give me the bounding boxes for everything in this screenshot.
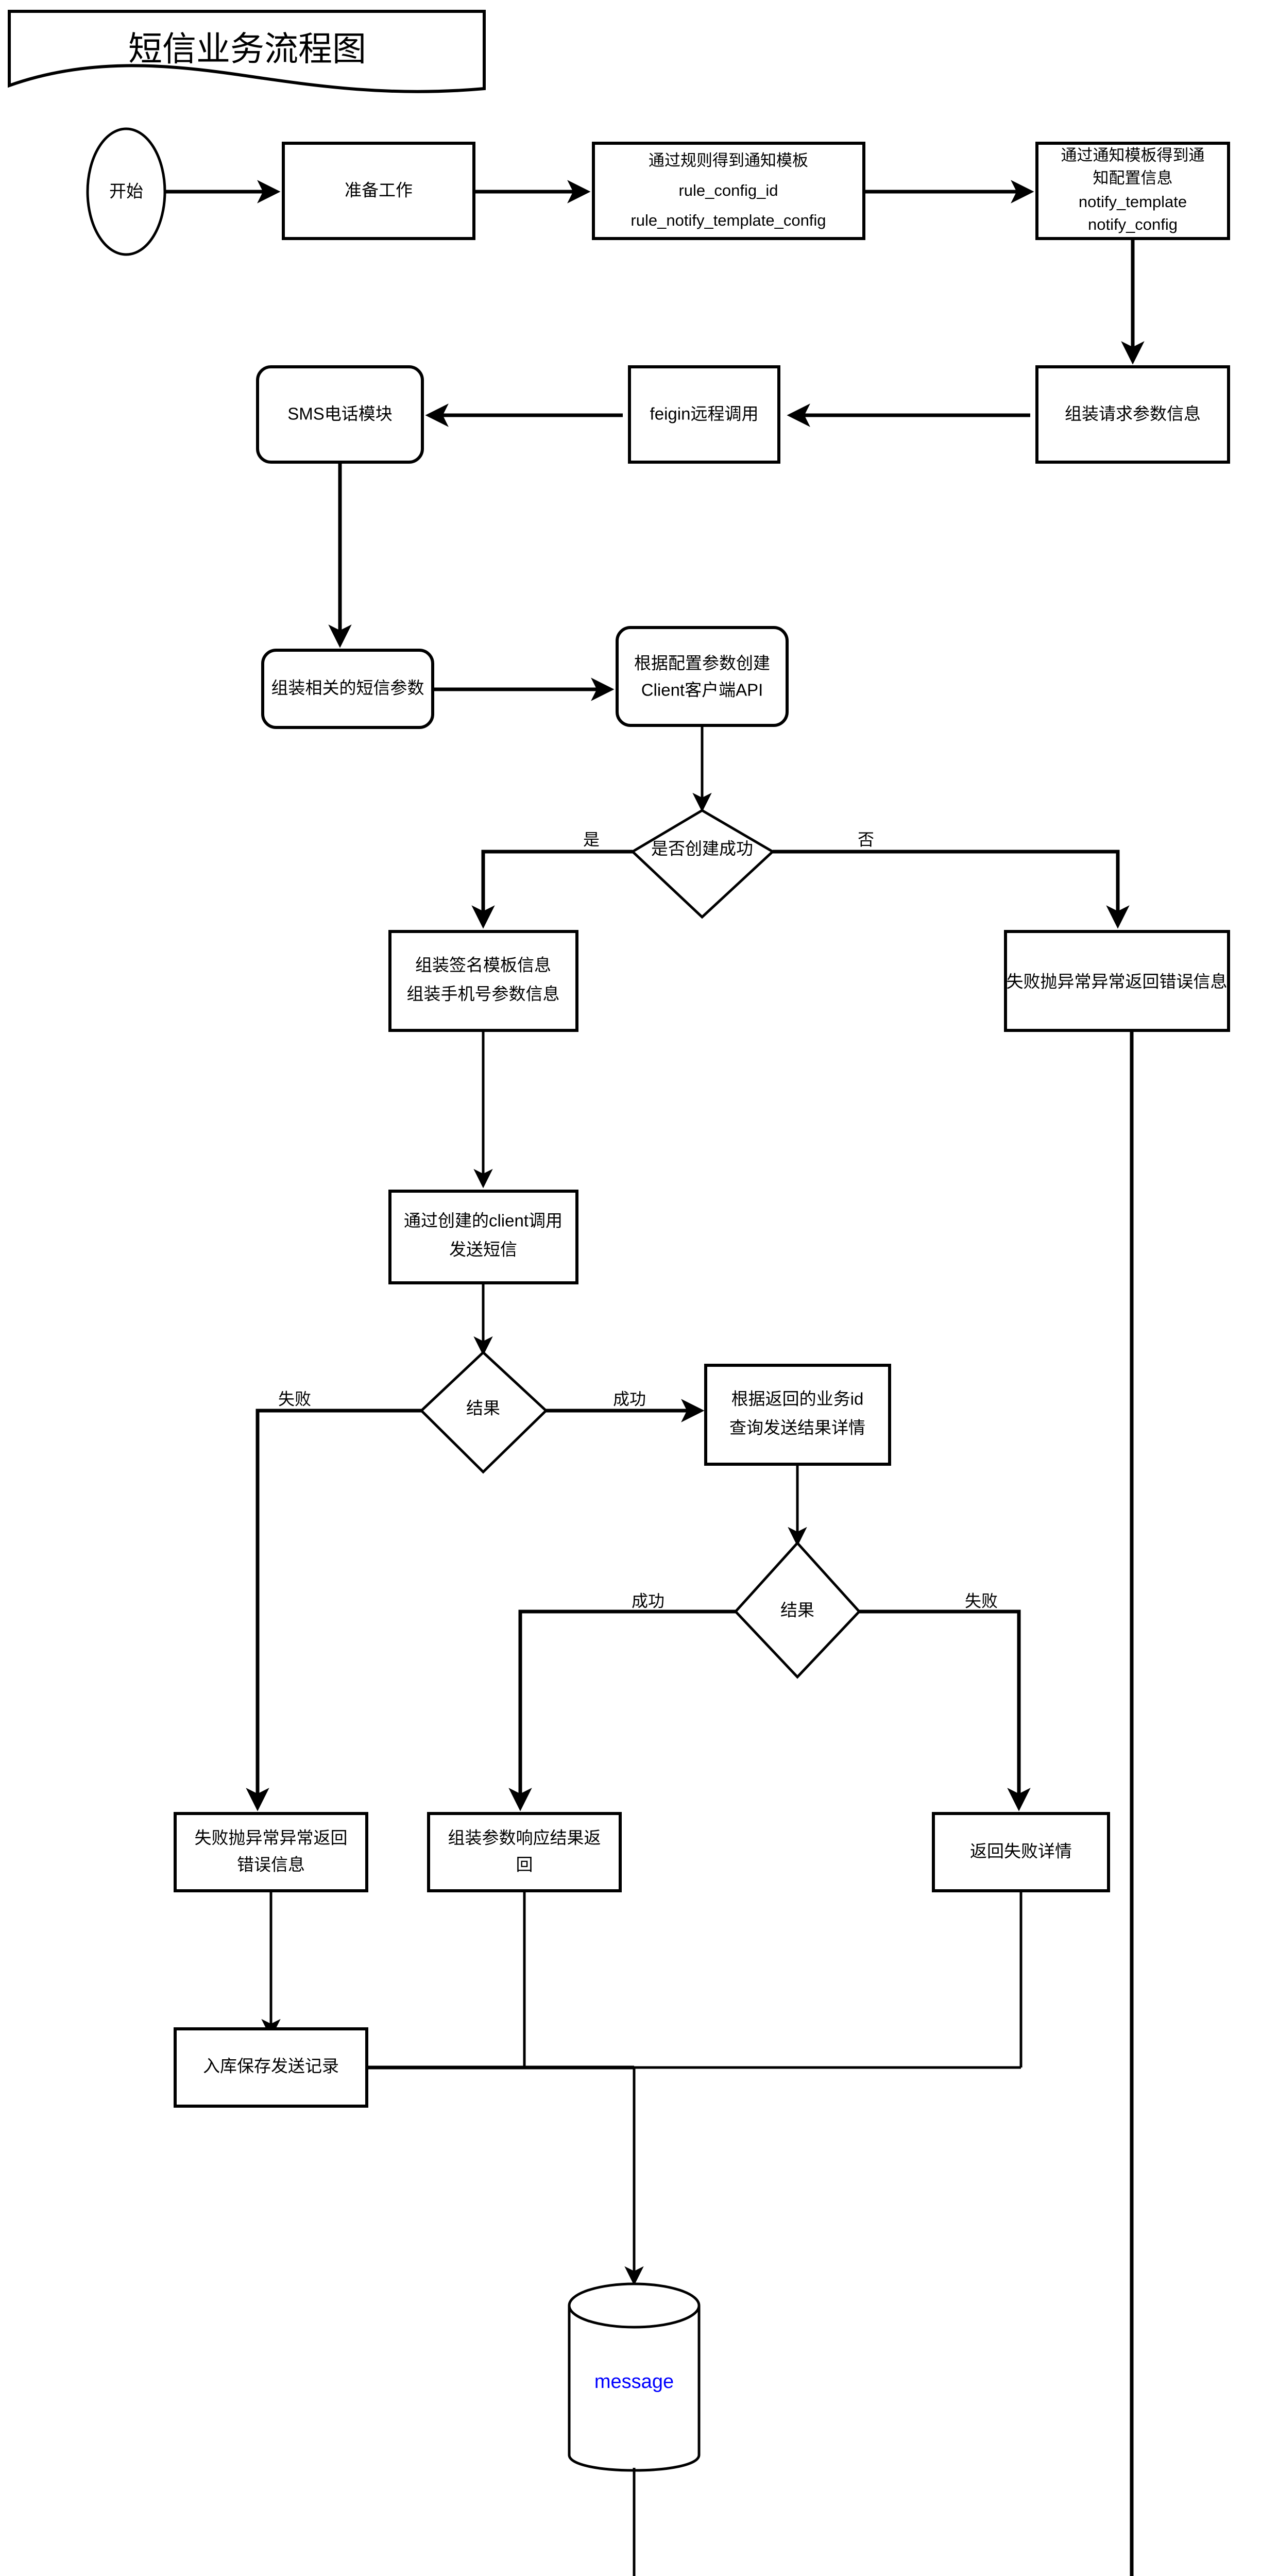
node-assemble-sms-params[interactable]: 组装相关的短信参数 — [261, 649, 434, 729]
edge-label-result2-fail: 失败 — [965, 1591, 998, 1610]
edge-result2-fail — [859, 1609, 1031, 1811]
node-create-client-line2: Client客户端API — [641, 681, 763, 700]
node-return-fail-detail-label: 返回失败详情 — [970, 1842, 1072, 1861]
node-save-record[interactable]: 入库保存发送记录 — [174, 2027, 368, 2108]
node-start-label: 开始 — [109, 182, 143, 201]
node-query-detail[interactable]: 根据返回的业务id 查询发送结果详情 — [704, 1364, 891, 1466]
node-return-fail-detail[interactable]: 返回失败详情 — [932, 1812, 1110, 1892]
node-fail-throw-left[interactable]: 失败抛异常异常返回 错误信息 — [174, 1812, 368, 1892]
edge-label-create-yes: 是 — [583, 830, 600, 849]
node-rule-template-line1: 通过规则得到通知模板 — [649, 151, 808, 170]
node-sms-module-label: SMS电话模块 — [287, 404, 393, 423]
node-assemble-sign-line2: 组装手机号参数信息 — [407, 985, 560, 1004]
title-banner: 短信业务流程图 — [8, 10, 486, 93]
edge-label-result1-fail: 失败 — [278, 1389, 311, 1408]
edge-result2-success — [508, 1609, 736, 1811]
node-decision-create-label: 是否创建成功 — [651, 839, 753, 858]
node-feign-call[interactable]: feigin远程调用 — [628, 365, 780, 464]
node-assemble-request-label: 组装请求参数信息 — [1065, 404, 1201, 423]
node-assemble-request[interactable]: 组装请求参数信息 — [1035, 365, 1230, 464]
node-save-record-label: 入库保存发送记录 — [203, 2057, 339, 2076]
node-assemble-sign-line1: 组装签名模板信息 — [415, 956, 551, 975]
node-create-client-line1: 根据配置参数创建 — [634, 654, 770, 673]
node-notify-config-line1: 通过通知模板得到通 — [1061, 146, 1205, 164]
node-fail-throw-right-label: 失败抛异常异常返回错误信息 — [1007, 972, 1228, 991]
node-fail-throw-left-line1: 失败抛异常异常返回 — [195, 1828, 348, 1848]
node-notify-config-line2: 知配置信息 — [1093, 169, 1173, 187]
node-send-sms-line1: 通过创建的client调用 — [404, 1211, 563, 1230]
page-title: 短信业务流程图 — [128, 29, 366, 67]
node-create-client[interactable]: 根据配置参数创建 Client客户端API — [616, 626, 789, 727]
node-assemble-response-line1: 组装参数响应结果返 — [448, 1828, 601, 1848]
node-notify-config-line4: notify_config — [1088, 215, 1178, 233]
node-notify-config[interactable]: 通过通知模板得到通 知配置信息 notify_template notify_c… — [1035, 142, 1230, 240]
edge-label-result1-success: 成功 — [613, 1389, 646, 1408]
node-start[interactable]: 开始 — [86, 127, 166, 256]
node-query-detail-line2: 查询发送结果详情 — [729, 1418, 865, 1437]
edge-label-create-no: 否 — [858, 830, 874, 849]
node-rule-template-line3: rule_notify_template_config — [631, 211, 826, 229]
node-database-label: message — [594, 2371, 674, 2393]
edge-decision-create-yes — [471, 850, 633, 929]
node-fail-throw-right[interactable]: 失败抛异常异常返回错误信息 — [1004, 930, 1230, 1032]
edge-label-result2-success: 成功 — [632, 1591, 664, 1610]
node-decision-create[interactable]: 是否创建成功 — [630, 809, 775, 919]
edge-fail-right-to-end — [1130, 1030, 1134, 2576]
node-decision-result2-label: 结果 — [780, 1601, 814, 1620]
node-assemble-response-line2: 回 — [516, 1855, 533, 1874]
node-rule-template[interactable]: 通过规则得到通知模板 rule_config_id rule_notify_te… — [592, 142, 865, 240]
node-assemble-response[interactable]: 组装参数响应结果返 回 — [427, 1812, 622, 1892]
node-decision-result1-label: 结果 — [466, 1399, 500, 1418]
node-prepare[interactable]: 准备工作 — [282, 142, 475, 240]
node-assemble-sms-params-label: 组装相关的短信参数 — [271, 679, 424, 698]
edge-decision-create-no — [773, 850, 1130, 929]
node-query-detail-line1: 根据返回的业务id — [731, 1389, 864, 1409]
node-assemble-sign[interactable]: 组装签名模板信息 组装手机号参数信息 — [388, 930, 578, 1032]
node-decision-result1[interactable]: 结果 — [419, 1350, 548, 1474]
node-sms-module[interactable]: SMS电话模块 — [256, 365, 424, 464]
node-prepare-label: 准备工作 — [345, 181, 413, 200]
edge-result1-fail — [246, 1409, 421, 1811]
node-send-sms-line2: 发送短信 — [449, 1240, 517, 1259]
node-decision-result2[interactable]: 结果 — [734, 1541, 861, 1679]
node-rule-template-line2: rule_config_id — [678, 181, 778, 199]
node-notify-config-line3: notify_template — [1079, 193, 1187, 211]
node-fail-throw-left-line2: 错误信息 — [237, 1855, 305, 1874]
node-send-sms[interactable]: 通过创建的client调用 发送短信 — [388, 1190, 578, 1284]
node-feign-call-label: feigin远程调用 — [650, 404, 759, 423]
node-database[interactable]: message — [568, 2282, 701, 2472]
